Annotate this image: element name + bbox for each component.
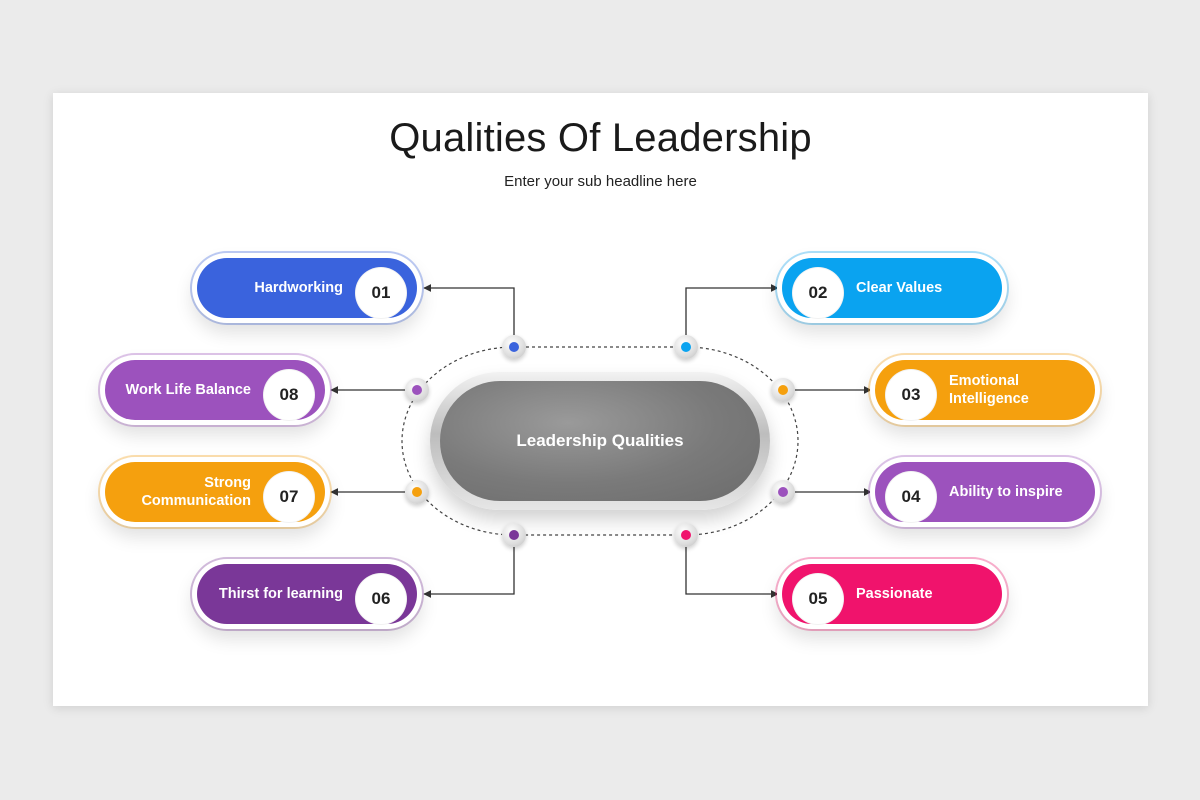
node-dot: [681, 342, 691, 352]
quality-card-07: Strong Communication 07: [100, 457, 330, 527]
quality-card-body: Work Life Balance 08: [105, 360, 325, 421]
node-dot: [509, 342, 519, 352]
quality-card-05: 05 Passionate: [777, 559, 1007, 629]
quality-label: Thirst for learning: [218, 586, 343, 602]
quality-card-body: 02 Clear Values: [782, 258, 1002, 319]
quality-card-02: 02 Clear Values: [777, 253, 1007, 323]
node-01-icon: [502, 335, 526, 359]
connector-02: [685, 284, 779, 335]
node-03-icon: [771, 378, 795, 402]
quality-label: Ability to inspire: [949, 484, 1063, 500]
quality-number: 03: [885, 369, 937, 421]
quality-card-body: 03 Emotional Intelligence: [875, 360, 1095, 421]
quality-label: Clear Values: [856, 280, 943, 296]
quality-card-body: Thirst for learning 06: [197, 564, 417, 625]
node-04-icon: [771, 480, 795, 504]
quality-card-01: Hardworking 01: [192, 253, 422, 323]
quality-number: 01: [355, 267, 407, 319]
quality-number: 06: [355, 573, 407, 625]
connector-05: [685, 547, 779, 598]
node-06-icon: [502, 523, 526, 547]
quality-number: 07: [263, 471, 315, 523]
quality-card-03: 03 Emotional Intelligence: [870, 355, 1100, 425]
node-08-icon: [405, 378, 429, 402]
page-title: Qualities Of Leadership: [389, 116, 812, 160]
quality-label: Work Life Balance: [125, 382, 251, 398]
center-label: Leadership Qualities: [440, 381, 760, 501]
quality-card-body: Strong Communication 07: [105, 462, 325, 523]
connector-01: [423, 284, 515, 335]
node-dot: [778, 385, 788, 395]
quality-card-body: 05 Passionate: [782, 564, 1002, 625]
quality-label: Emotional Intelligence: [949, 373, 1029, 407]
quality-number: 08: [263, 369, 315, 421]
quality-label: Hardworking: [254, 280, 343, 296]
quality-card-08: Work Life Balance 08: [100, 355, 330, 425]
quality-label: Passionate: [856, 586, 933, 602]
quality-label: Strong Communication: [141, 475, 251, 509]
node-dot: [681, 530, 691, 540]
quality-card-body: Hardworking 01: [197, 258, 417, 319]
connector-06: [423, 547, 515, 598]
quality-card-06: Thirst for learning 06: [192, 559, 422, 629]
node-dot: [778, 487, 788, 497]
quality-card-body: 04 Ability to inspire: [875, 462, 1095, 523]
node-dot: [412, 487, 422, 497]
page-subtitle: Enter your sub headline here: [504, 173, 697, 190]
node-05-icon: [674, 523, 698, 547]
quality-card-04: 04 Ability to inspire: [870, 457, 1100, 527]
node-02-icon: [674, 335, 698, 359]
node-07-icon: [405, 480, 429, 504]
quality-number: 02: [792, 267, 844, 319]
quality-number: 05: [792, 573, 844, 625]
node-dot: [509, 530, 519, 540]
node-dot: [412, 385, 422, 395]
quality-number: 04: [885, 471, 937, 523]
